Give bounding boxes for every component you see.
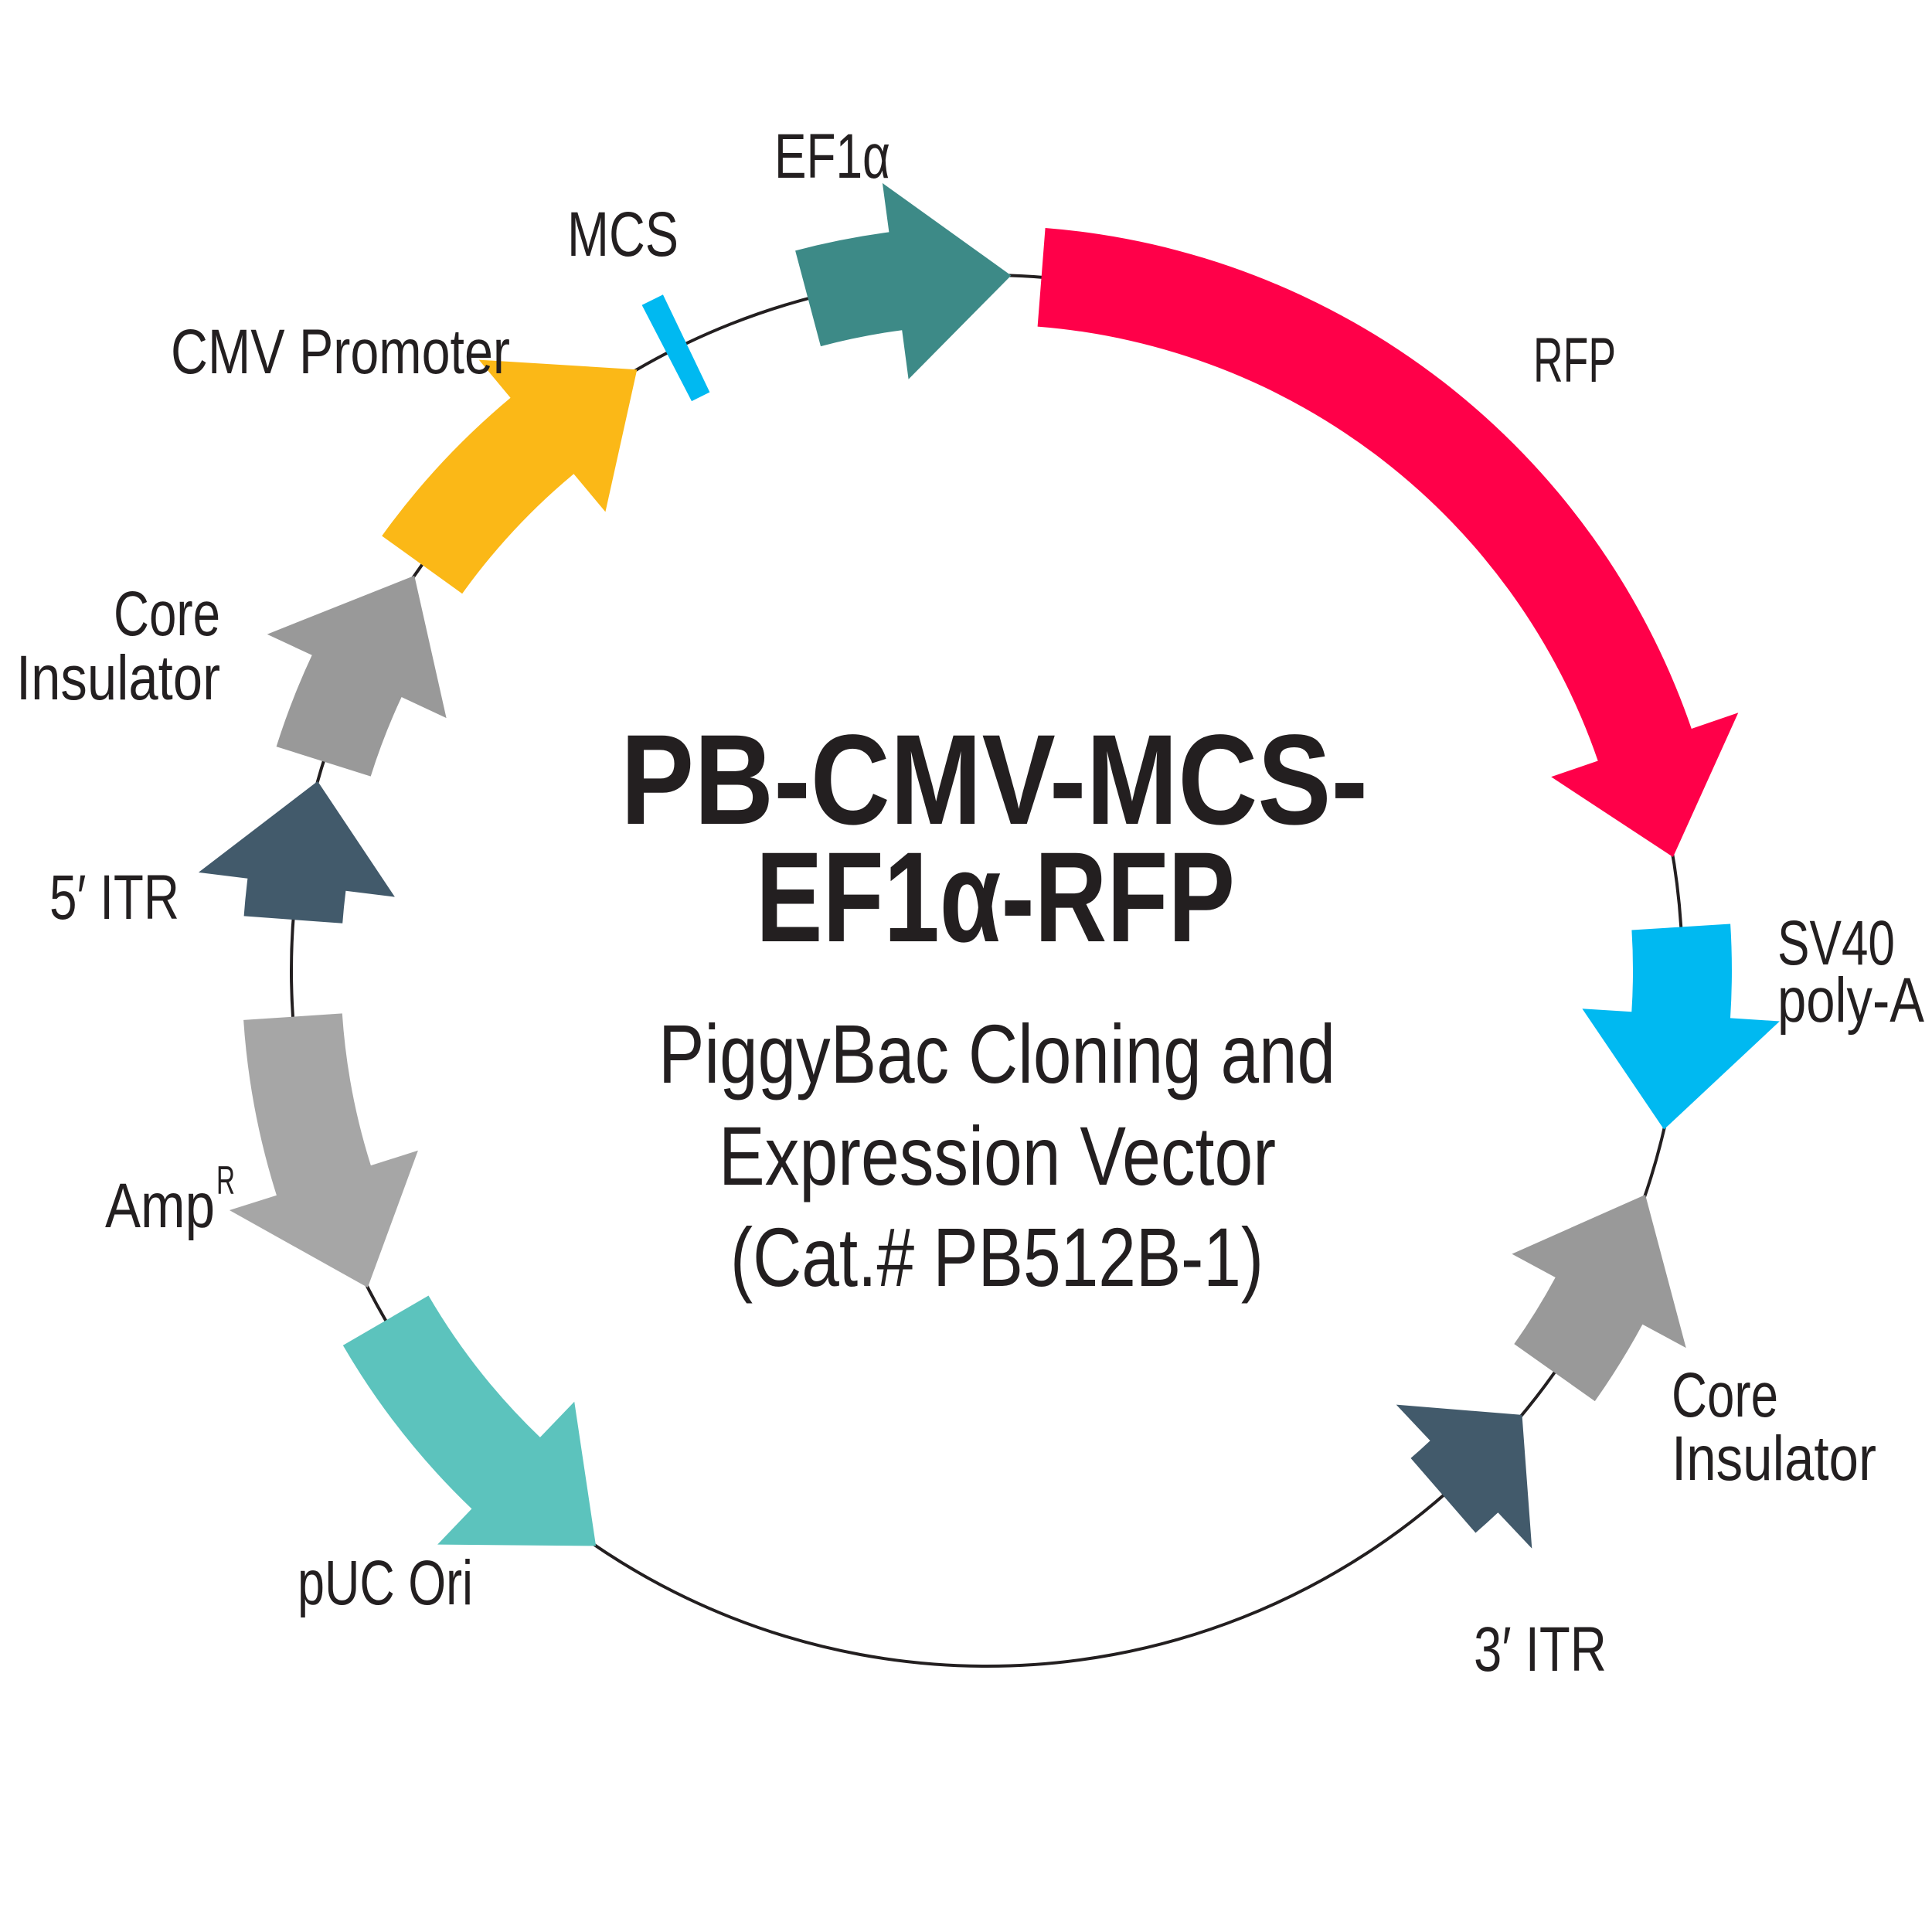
label-mcs: MCS [567, 199, 679, 270]
label-itr5: 5′ ITR [49, 862, 179, 933]
ampr-gene-arrow[interactable] [229, 1013, 418, 1287]
sv40-polya-arrow[interactable] [1582, 923, 1780, 1130]
label-cmv-promoter: CMV Promoter [171, 317, 510, 387]
cmv-promoter-arrow[interactable] [382, 359, 638, 594]
plasmid-name-line2: EF1α-RFP [756, 826, 1235, 969]
label-core-insulator-left-line1: Core [114, 579, 220, 649]
core-insulator-right-arrow[interactable] [1512, 1195, 1686, 1402]
label-core-insulator-right-line1: Core [1672, 1360, 1778, 1430]
ef1a-promoter-arrow[interactable] [795, 182, 1012, 379]
features-layer [198, 182, 1780, 1549]
label-sv40-line2: poly-A [1777, 965, 1924, 1036]
itr5-arrow[interactable] [198, 781, 395, 923]
core-insulator-left-arrow[interactable] [267, 575, 447, 777]
rfp-gene-arrow[interactable] [1037, 228, 1739, 857]
label-sv40-line1: SV40 [1777, 908, 1895, 978]
itr3-arrow[interactable] [1396, 1404, 1532, 1549]
catalog-number: (Cat.# PB512B-1) [730, 1210, 1264, 1304]
plasmid-name-line1: PB-CMV-MCS- [621, 709, 1368, 852]
plasmid-title-block: PB-CMV-MCS- EF1α-RFP PiggyBac Cloning an… [621, 709, 1368, 1304]
label-puc-ori: pUC Ori [298, 1548, 473, 1618]
mcs-site-marker[interactable] [641, 294, 710, 402]
label-itr3: 3′ ITR [1474, 1614, 1607, 1685]
label-ef1a: EF1α [774, 121, 890, 192]
feature-labels: EF1α RFP SV40 poly-A Core Insulator 3′ I… [16, 121, 1924, 1685]
label-rfp: RFP [1533, 325, 1616, 396]
label-core-insulator-right-line2: Insulator [1672, 1423, 1876, 1494]
label-core-insulator-left-line2: Insulator [16, 643, 220, 713]
description-line1: PiggyBac Cloning and [658, 1007, 1335, 1100]
description-line2: Expression Vector [719, 1109, 1276, 1202]
puc-ori-arrow[interactable] [342, 1295, 597, 1546]
label-ampr: Amp [105, 1171, 215, 1241]
label-ampr-superscript: R [216, 1158, 235, 1203]
